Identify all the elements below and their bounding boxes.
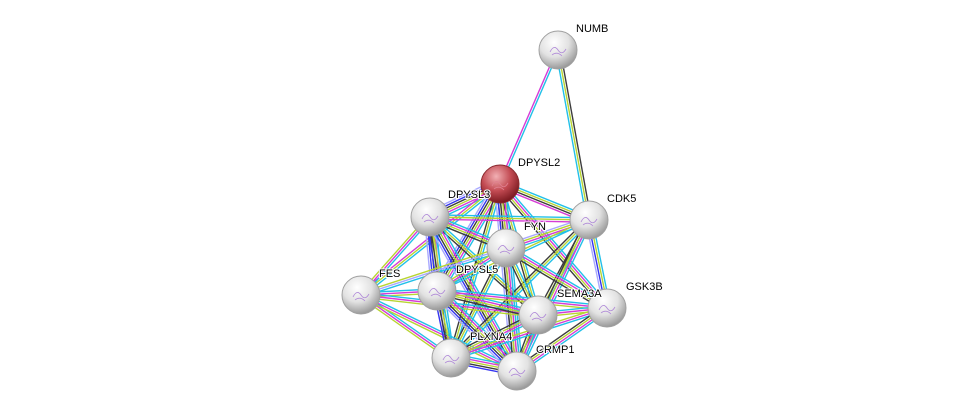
node-sema3a[interactable]: [518, 295, 558, 335]
edge-evidence-textmining: [450, 247, 507, 359]
protein-structure-icon: [598, 305, 616, 315]
edge-evidence-experiments: [498, 49, 558, 184]
node-label: GSK3B: [626, 281, 663, 293]
node-label: DPYSL5: [456, 264, 498, 276]
edge-evidence-database: [507, 244, 610, 306]
edge-evidence-textmining: [429, 216, 590, 221]
edge-numb-dpysl2[interactable]: [498, 49, 560, 185]
edge-evidence-experiments: [500, 182, 609, 308]
edge-dpysl2-gsk3b[interactable]: [496, 181, 611, 311]
edge-evidence-textmining: [360, 245, 506, 294]
edge-evidence-database: [430, 214, 590, 219]
node-label: DPYSL2: [518, 157, 560, 169]
edge-evidence-textmining: [436, 292, 607, 311]
edge-evidence-experiments: [506, 246, 608, 308]
edge-evidence-database: [504, 183, 524, 371]
edge-numb-cdk5[interactable]: [555, 49, 592, 221]
edge-evidence-database: [452, 248, 509, 360]
node-cdk5[interactable]: [569, 200, 609, 240]
edge-evidence-database: [508, 247, 521, 371]
node-numb[interactable]: [538, 30, 578, 70]
edge-evidence-database: [361, 292, 519, 370]
edge-evidence-database: [501, 181, 611, 307]
protein-structure-icon: [508, 368, 526, 378]
node-label: FES: [379, 268, 400, 280]
edge-evidence-experiments: [436, 290, 608, 309]
node-crmp1[interactable]: [497, 351, 537, 391]
node-plxna4[interactable]: [431, 338, 471, 378]
node-label: SEMA3A: [557, 288, 602, 300]
protein-structure-icon: [580, 217, 598, 227]
edge-evidence-database: [500, 50, 560, 185]
edge-fyn-gsk3b[interactable]: [503, 244, 610, 312]
edge-evidence-database: [452, 184, 503, 359]
edge-evidence-database: [451, 309, 608, 361]
node-label: NUMB: [576, 23, 608, 35]
edge-evidence-database: [519, 221, 593, 373]
edge-evidence-textmining: [359, 296, 517, 374]
node-dpysl2[interactable]: [480, 164, 520, 204]
edge-evidence-textmining: [498, 184, 607, 310]
protein-structure-icon: [352, 292, 370, 302]
protein-structure-icon: [421, 214, 439, 224]
edge-dpysl3-cdk5[interactable]: [429, 214, 590, 223]
edge-evidence-experiments: [450, 307, 608, 359]
edge-dpysl5-gsk3b[interactable]: [436, 288, 608, 311]
edge-evidence-coexpression: [435, 183, 500, 291]
edge-evidence-database: [440, 286, 522, 368]
edge-evidence-coexpression: [559, 49, 592, 220]
edge-evidence-coexpression: [496, 185, 606, 311]
protein-structure-icon: [529, 312, 547, 322]
node-label: PLXNA4: [470, 331, 512, 343]
protein-structure-icon: [549, 47, 567, 57]
edge-evidence-coexpression: [503, 250, 606, 312]
node-fyn[interactable]: [486, 228, 526, 268]
node-dpysl5[interactable]: [417, 271, 457, 311]
edge-evidence-experiments: [360, 294, 518, 372]
edge-evidence-experiments: [429, 218, 589, 223]
protein-structure-icon: [428, 288, 446, 298]
nodes-layer: [341, 30, 627, 391]
protein-structure-icon: [491, 181, 509, 191]
node-gsk3b[interactable]: [587, 288, 627, 328]
node-label: CRMP1: [536, 344, 575, 356]
edge-evidence-database: [555, 50, 588, 221]
edge-evidence-textmining: [430, 216, 519, 371]
edge-evidence-database: [437, 288, 608, 307]
edge-evidence-textmining: [450, 183, 501, 359]
node-label: DPYSL3: [448, 189, 490, 201]
edge-evidence-textmining: [437, 184, 502, 292]
edge-evidence-textmining: [557, 49, 590, 221]
node-label: CDK5: [607, 193, 636, 205]
node-fes[interactable]: [341, 275, 381, 315]
edge-evidence-homology: [432, 294, 514, 376]
node-label: FYN: [524, 221, 546, 233]
protein-structure-icon: [497, 245, 515, 255]
protein-structure-icon: [442, 355, 460, 365]
edge-fes-crmp1[interactable]: [359, 292, 519, 374]
edge-evidence-homology: [360, 247, 507, 296]
node-dpysl3[interactable]: [410, 197, 450, 237]
edge-evidence-textmining: [505, 248, 607, 310]
